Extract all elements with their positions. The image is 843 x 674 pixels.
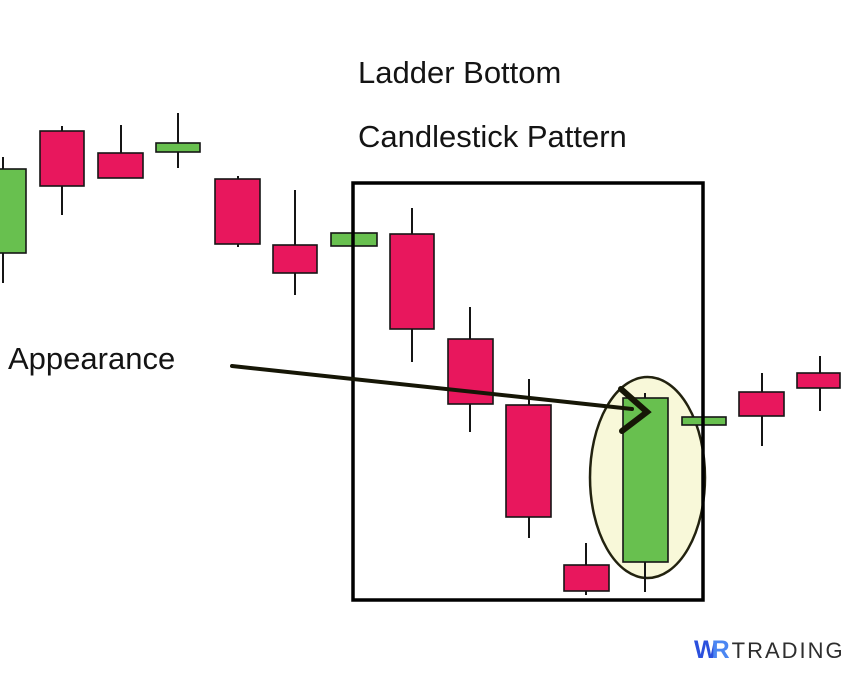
candle-body-bearish [505,404,552,518]
logo-letter-r: R [711,636,730,664]
candle-body-bearish [272,244,318,274]
candle-body-bullish [0,168,27,254]
appearance-arrow-head [618,386,652,434]
candle-body-bearish [39,130,85,187]
pattern-box [351,181,705,602]
logo-wordmark: TRADING [731,638,843,663]
appearance-arrow-line [230,364,634,411]
candle-body-bearish [214,178,261,245]
page-title: Ladder Bottom [358,55,562,90]
appearance-label: Appearance [8,341,176,376]
candle-body-bearish [738,391,785,417]
logo-letter-w: W [694,636,718,664]
candle-body-bearish [97,152,144,179]
brand-logo: W R TRADING [694,636,843,665]
candle-body-bearish [563,564,610,592]
candle-body-bearish [389,233,435,330]
candle-body-bullish [155,142,201,153]
page-subtitle: Candlestick Pattern [358,119,627,154]
candle-body-bearish [796,372,841,389]
